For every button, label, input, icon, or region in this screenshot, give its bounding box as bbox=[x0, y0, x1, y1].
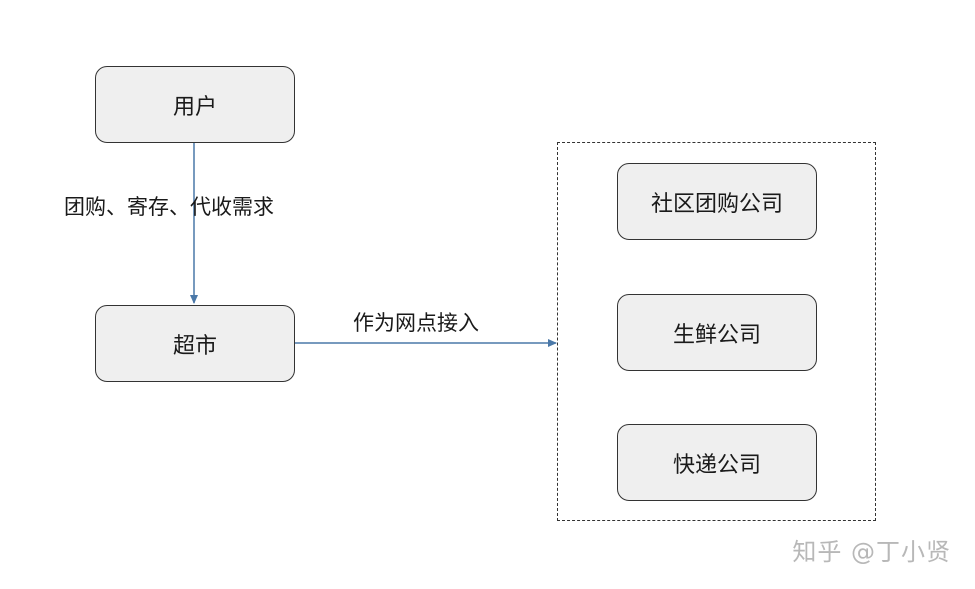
node-express: 快递公司 bbox=[617, 424, 817, 501]
node-express-label: 快递公司 bbox=[672, 452, 761, 478]
node-user-label: 用户 bbox=[172, 94, 217, 120]
node-supermarket: 超市 bbox=[95, 305, 295, 382]
node-community-group-buy: 社区团购公司 bbox=[617, 163, 817, 240]
node-fresh-produce-label: 生鲜公司 bbox=[672, 322, 761, 348]
partner-company-group bbox=[557, 142, 876, 521]
node-supermarket-label: 超市 bbox=[172, 333, 217, 359]
watermark: 知乎 @丁小贤 bbox=[792, 538, 951, 566]
node-community-group-buy-label: 社区团购公司 bbox=[650, 191, 783, 217]
node-fresh-produce: 生鲜公司 bbox=[617, 294, 817, 371]
edge-label-supermarket-to-group: 作为网点接入 bbox=[353, 311, 479, 335]
edge-label-user-to-supermarket: 团购、寄存、代收需求 bbox=[64, 195, 274, 219]
node-user: 用户 bbox=[95, 66, 295, 143]
